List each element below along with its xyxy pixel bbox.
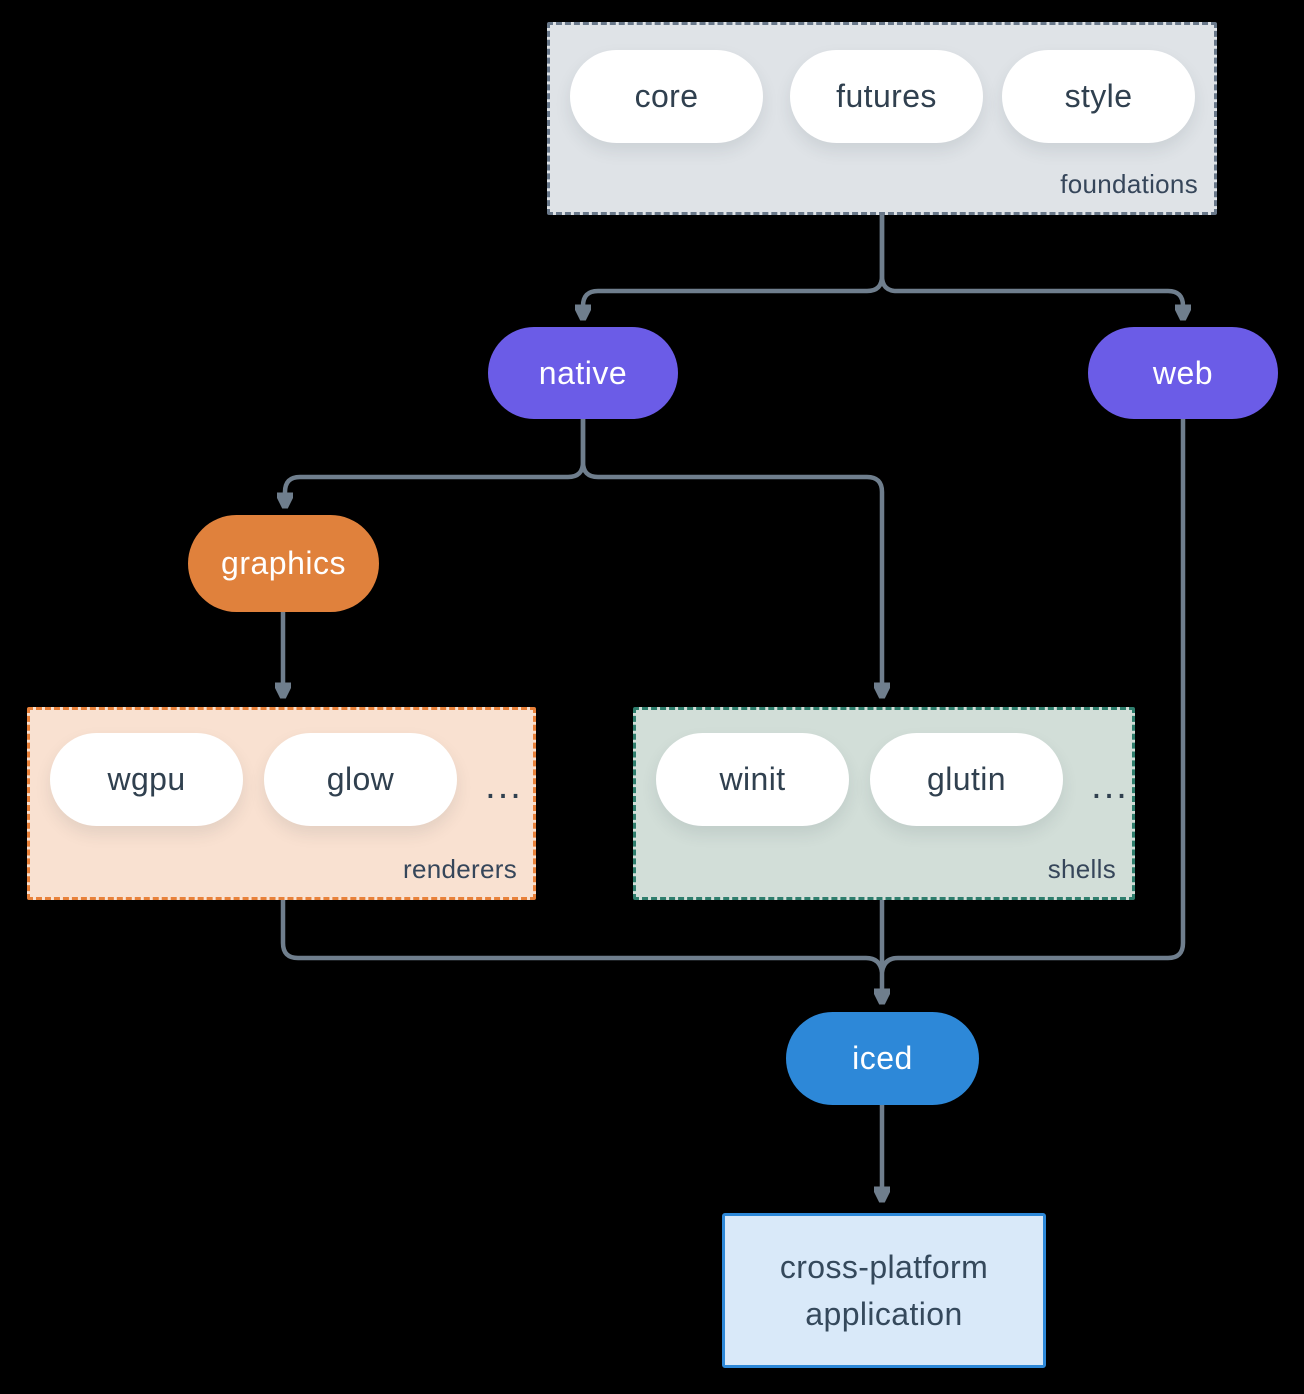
- group-shells: winit glutin ... shells: [633, 707, 1135, 900]
- app-label-line2: application: [805, 1295, 963, 1332]
- node-iced: iced: [786, 1012, 979, 1105]
- group-shells-label: shells: [1047, 854, 1116, 884]
- group-foundations-label: foundations: [1060, 169, 1198, 199]
- group-foundations: core futures style foundations: [547, 22, 1217, 215]
- pill-glow-label: glow: [326, 761, 395, 797]
- group-renderers: wgpu glow ... renderers: [27, 707, 536, 900]
- pill-wgpu: wgpu: [50, 733, 243, 826]
- shells-ellipsis: ...: [1091, 765, 1129, 807]
- node-iced-label: iced: [852, 1040, 913, 1076]
- pill-style-label: style: [1064, 78, 1133, 114]
- edge-foundations-web: [879, 215, 1183, 318]
- pill-glutin-label: glutin: [927, 761, 1006, 797]
- node-native-label: native: [538, 354, 628, 391]
- edge-native-graphics: [285, 419, 586, 506]
- node-cross-platform-application: cross-platform application: [722, 1213, 1046, 1368]
- node-web: web: [1088, 327, 1278, 419]
- pill-glow: glow: [264, 733, 457, 826]
- edge-foundations-native: [583, 215, 885, 318]
- pill-glutin: glutin: [870, 733, 1063, 826]
- group-renderers-label: renderers: [403, 854, 517, 884]
- renderers-ellipsis: ...: [485, 765, 523, 807]
- node-graphics: graphics: [188, 515, 379, 612]
- pill-wgpu-label: wgpu: [107, 761, 186, 797]
- pill-winit-label: winit: [719, 761, 786, 797]
- node-web-label: web: [1152, 354, 1214, 391]
- pill-core-label: core: [634, 78, 699, 114]
- edge-renderers-iced: [280, 900, 885, 973]
- edge-web-iced: [879, 419, 1186, 973]
- pill-futures: futures: [790, 50, 983, 143]
- node-graphics-label: graphics: [221, 545, 346, 581]
- pill-style: style: [1002, 50, 1195, 143]
- node-native: native: [488, 327, 678, 419]
- pill-winit: winit: [656, 733, 849, 826]
- app-label-line1: cross-platform: [779, 1248, 989, 1285]
- pill-futures-label: futures: [836, 78, 937, 114]
- edge-native-shells: [580, 419, 882, 696]
- pill-core: core: [570, 50, 763, 143]
